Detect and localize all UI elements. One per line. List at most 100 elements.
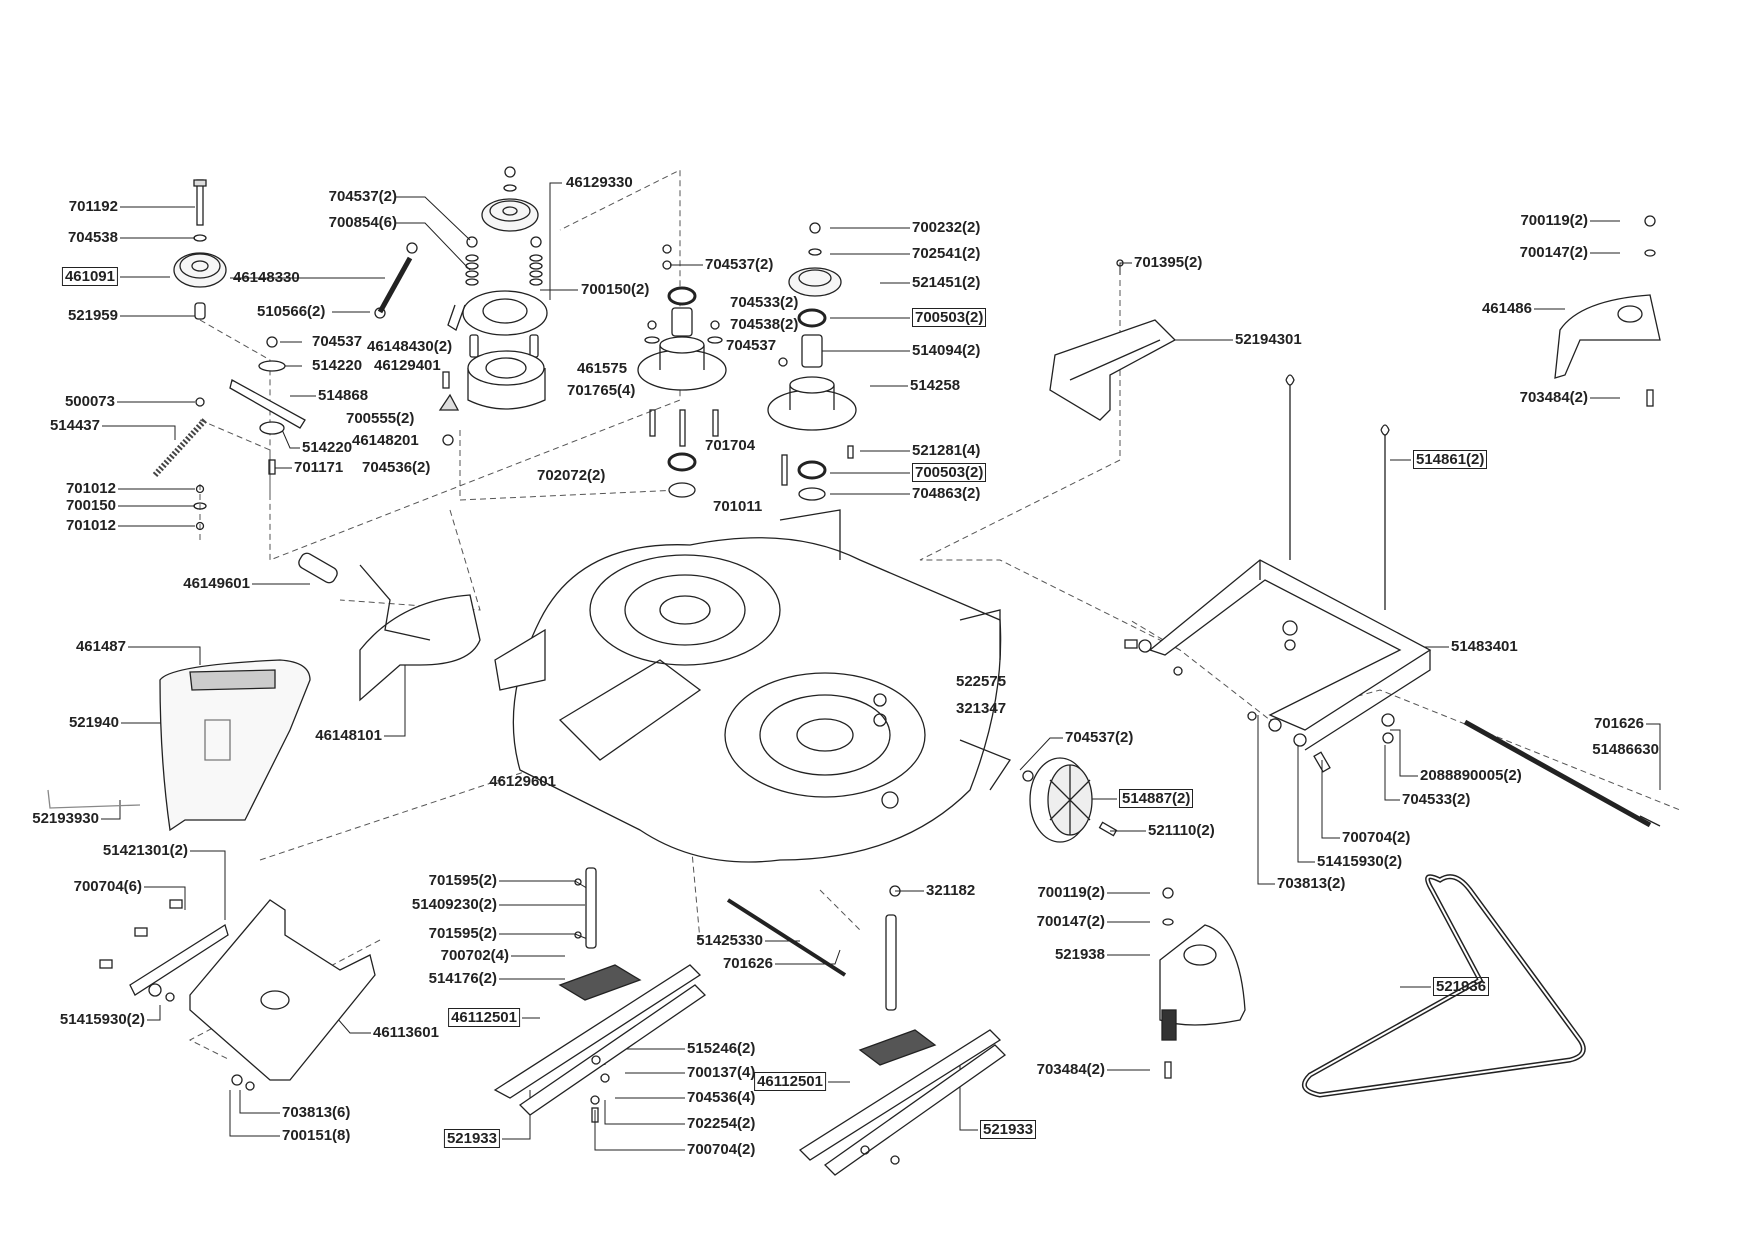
spindle-assembly-right — [767, 222, 857, 501]
rod-52193930 — [47, 789, 141, 809]
part-number: 461486 — [1481, 300, 1532, 317]
part-label-701595-2a: 701595(2) — [429, 872, 497, 890]
part-label-514868: 514868 — [318, 387, 368, 405]
part-label-701192: 701192 — [69, 198, 118, 216]
part-number: 521451(2) — [912, 274, 981, 291]
part-number: 321347 — [956, 700, 1007, 717]
part-label-46112501a: 46112501 — [448, 1008, 520, 1027]
part-label-704537-2a: 704537(2) — [329, 188, 397, 206]
part-label-700150: 700150 — [66, 497, 116, 515]
part-label-521110-2: 521110(2) — [1148, 822, 1215, 840]
belt-cover — [1049, 259, 1177, 421]
part-number: 51486630 — [1592, 741, 1659, 758]
part-label-46129601: 46129601 — [489, 773, 556, 791]
part-number: 702254(2) — [687, 1115, 756, 1132]
part-number: 52194301 — [1235, 331, 1302, 348]
part-label-704538-2: 704538(2) — [730, 316, 798, 334]
part-label-701626b: 701626 — [723, 955, 773, 973]
part-label-522575: 522575 — [956, 673, 1006, 691]
part-number: 46148201 — [352, 432, 419, 449]
part-number: 521940 — [68, 714, 119, 731]
part-label-510566-2: 510566(2) — [257, 303, 325, 321]
part-number: 700503(2) — [912, 308, 987, 327]
part-number: 46129601 — [489, 773, 556, 790]
part-number: 521938 — [1054, 946, 1105, 963]
part-label-514220b: 514220 — [302, 439, 352, 457]
part-number: 461487 — [75, 638, 126, 655]
part-label-500073: 500073 — [65, 393, 115, 411]
part-label-514861-2: 514861(2) — [1413, 450, 1488, 469]
part-label-52194301: 52194301 — [1235, 331, 1302, 349]
part-label-701011: 701011 — [713, 498, 762, 516]
part-label-700704-6: 700704(6) — [74, 878, 142, 896]
part-label-701704: 701704 — [705, 437, 755, 455]
v-belt-521936 — [1301, 874, 1586, 1098]
part-number: 46112501 — [448, 1008, 520, 1027]
part-label-700150-2: 700150(2) — [581, 281, 649, 299]
part-number: 704537(2) — [705, 256, 774, 273]
part-label-700704-2b: 700704(2) — [687, 1141, 755, 1159]
part-number: 704536(4) — [687, 1089, 756, 1106]
part-label-321347: 321347 — [956, 700, 1006, 718]
spindle-assembly-left — [637, 244, 727, 498]
part-number: 51415930(2) — [59, 1011, 145, 1028]
part-label-704537b: 704537 — [726, 337, 776, 355]
part-label-702254-2: 702254(2) — [687, 1115, 755, 1133]
part-number: 700854(6) — [328, 214, 397, 231]
part-number: 461091 — [61, 267, 118, 286]
part-label-701012b: 701012 — [66, 517, 116, 535]
part-number: 701765(4) — [567, 382, 636, 399]
part-label-702541-2: 702541(2) — [912, 245, 980, 263]
part-number: 46148430(2) — [367, 338, 453, 355]
part-number: 521936 — [1433, 977, 1490, 996]
part-label-46148101: 46148101 — [315, 727, 382, 745]
part-number: 701012 — [65, 480, 116, 497]
part-label-51415930-2b: 51415930(2) — [60, 1011, 145, 1029]
part-label-461575: 461575 — [577, 360, 627, 378]
part-number: 46148101 — [315, 727, 382, 744]
part-label-704536-2: 704536(2) — [362, 459, 430, 477]
part-label-704863-2: 704863(2) — [912, 485, 980, 503]
part-label-700119-2b: 700119(2) — [1037, 884, 1105, 902]
part-number: 514437 — [49, 417, 100, 434]
part-number: 704536(2) — [362, 459, 431, 476]
part-label-46112501b: 46112501 — [754, 1072, 826, 1091]
part-number: 46129401 — [374, 357, 441, 374]
part-number: 700704(2) — [687, 1141, 756, 1158]
part-label-51421301-2: 51421301(2) — [103, 842, 188, 860]
part-number: 521933 — [443, 1129, 500, 1148]
part-number: 704537(2) — [328, 188, 397, 205]
part-number: 701626 — [722, 955, 773, 972]
part-label-700137-4: 700137(4) — [687, 1064, 755, 1082]
part-number: 701192 — [68, 198, 118, 215]
part-label-703484-2a: 703484(2) — [1520, 389, 1588, 407]
part-number: 521110(2) — [1148, 822, 1215, 839]
part-number: 514258 — [910, 377, 961, 394]
part-label-521933a: 521933 — [443, 1129, 500, 1148]
part-label-514220a: 514220 — [312, 357, 362, 375]
part-label-51409230-2: 51409230(2) — [412, 896, 497, 914]
part-label-514176-2: 514176(2) — [429, 970, 497, 988]
part-number: 700137(4) — [687, 1064, 756, 1081]
deflector-46148101 — [298, 552, 481, 702]
part-number: 704537 — [726, 337, 777, 354]
mower-deck-46129601 — [494, 509, 1011, 863]
part-number: 700555(2) — [346, 410, 415, 427]
part-number: 2088890005(2) — [1420, 767, 1522, 784]
part-label-703484-2b: 703484(2) — [1037, 1061, 1105, 1079]
part-label-46148430-2: 46148430(2) — [367, 338, 452, 356]
part-number: 704863(2) — [912, 485, 981, 502]
clutch-assembly — [438, 166, 548, 446]
part-label-704533-2b: 704533(2) — [1402, 791, 1470, 809]
part-number: 701595(2) — [428, 925, 497, 942]
part-number: 700147(2) — [1036, 913, 1105, 930]
bracket-461486 — [1554, 215, 1661, 407]
part-label-46129401: 46129401 — [374, 357, 441, 375]
part-label-46148201: 46148201 — [352, 432, 419, 450]
part-label-51486630: 51486630 — [1592, 741, 1659, 759]
part-label-46113601: 46113601 — [373, 1024, 439, 1042]
part-label-702072-2: 702072(2) — [537, 467, 605, 485]
part-label-703813-6: 703813(6) — [282, 1104, 350, 1122]
part-label-521936: 521936 — [1433, 977, 1490, 996]
part-number: 52193930 — [32, 810, 99, 827]
